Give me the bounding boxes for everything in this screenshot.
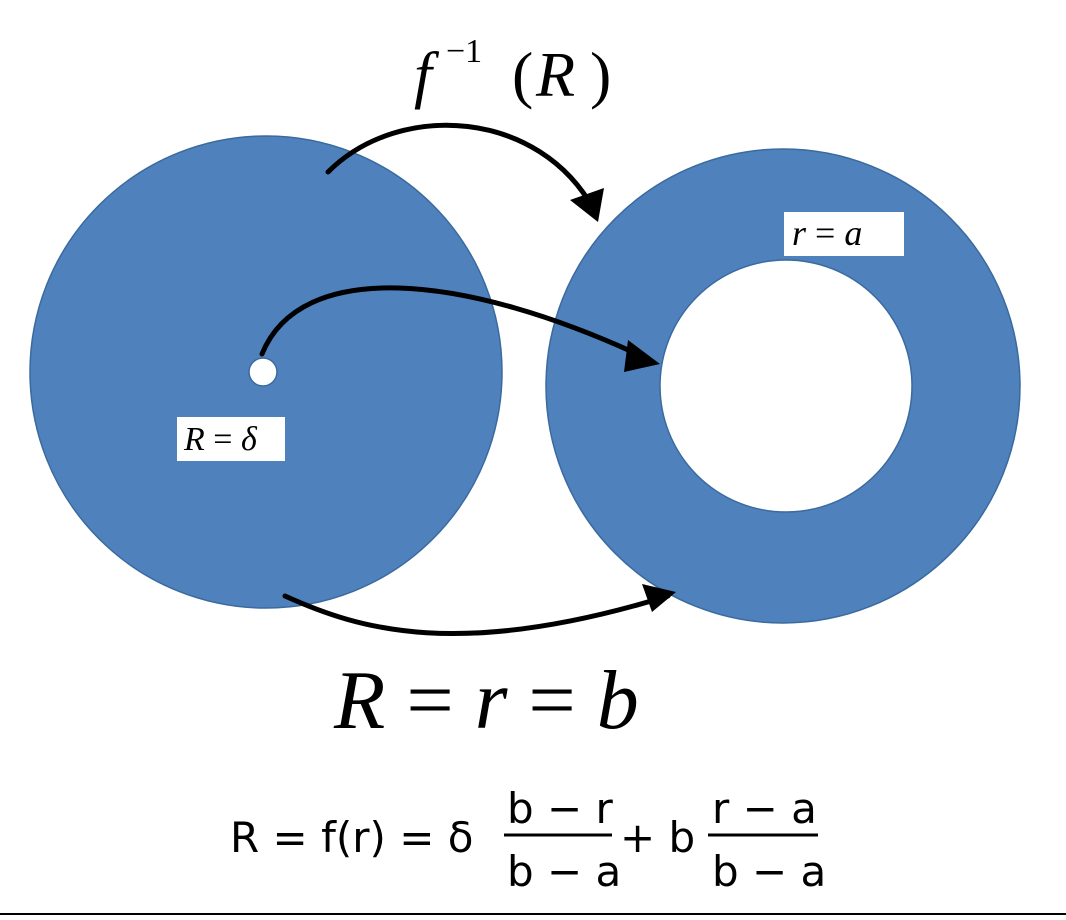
inverse-superscript: −1 — [446, 33, 482, 70]
inverse-map-label: f −1 ( R ) — [414, 33, 611, 110]
inverse-open-paren: ( — [512, 39, 533, 110]
bottom-arrowhead — [642, 584, 676, 612]
inverse-func-symbol: f — [414, 39, 440, 110]
mapping-formula: R = f(r) = δ b − r b − a + b r − a b − a — [230, 784, 826, 896]
formula-frac2-denominator: b − a — [712, 847, 826, 896]
right-annulus — [545, 148, 1021, 624]
inner-radius-left-label-box — [177, 417, 285, 461]
inverse-arg: R — [535, 39, 575, 110]
inner-radius-right-label-box — [784, 212, 904, 256]
bottom-arrow — [282, 593, 671, 637]
left-disk-inner-hole — [248, 357, 278, 387]
inverse-close-paren: ) — [590, 39, 611, 110]
right-annulus-inner-boundary — [659, 259, 913, 513]
outer-boundary-label: R = r = b — [333, 654, 639, 747]
inner-radius-left-label: R = δ — [183, 421, 258, 458]
middle-arrow — [259, 285, 653, 363]
formula-frac1-numerator: b − r — [507, 784, 614, 833]
middle-arrowhead — [624, 340, 660, 372]
formula-plus-b: + b — [620, 813, 695, 862]
arrows — [259, 122, 671, 637]
formula-lhs: R = f(r) = δ — [230, 813, 474, 862]
inner-radius-right-label: r = a — [792, 213, 862, 253]
formula-frac1-denominator: b − a — [507, 847, 621, 896]
formula-frac2-numerator: r − a — [712, 784, 817, 833]
top-arrowhead — [570, 188, 604, 222]
top-arrow — [325, 122, 597, 213]
arrowheads — [570, 188, 676, 612]
